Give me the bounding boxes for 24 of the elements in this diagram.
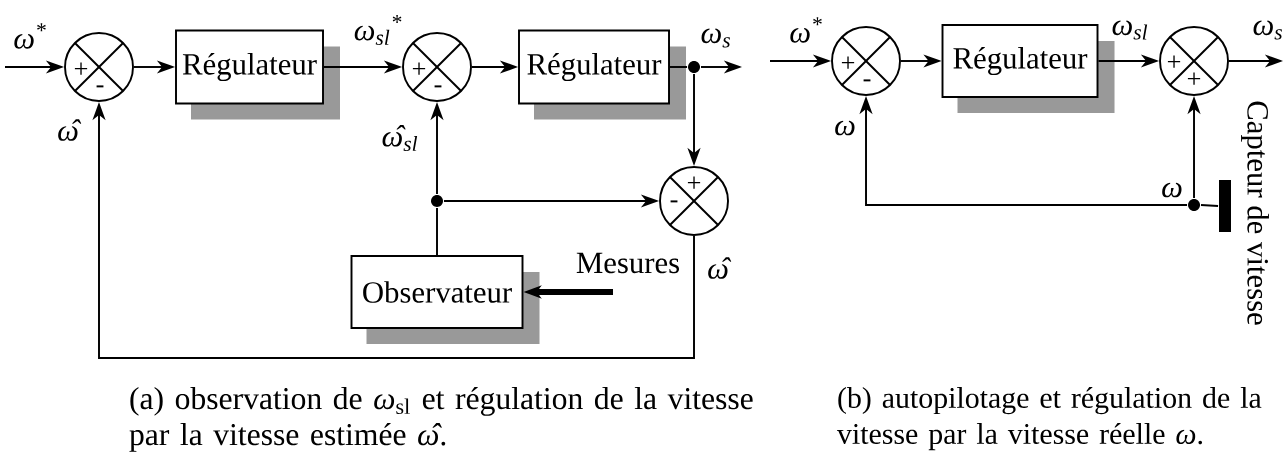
edge-label: ω$_{sl}$ <box>1112 20 1148 40</box>
edge-label: Mesures <box>576 252 679 274</box>
edge-label: ω <box>1162 182 1182 198</box>
edge-label: ω <box>835 120 855 136</box>
block-box: Régulateur <box>175 29 340 120</box>
summing-junction: + + <box>1159 26 1229 96</box>
summing-junction: + - <box>659 166 729 236</box>
sensor-bar <box>1219 180 1231 232</box>
caption: (b) autopilotage et régulation de la vitesse par la vitesse réelle ω. <box>837 386 1262 451</box>
block-box: Observateur <box>350 255 540 344</box>
signal-label: ω̂ <box>708 257 732 279</box>
sensor-label: Capteur de vitesse <box>1241 101 1269 325</box>
edge-label: ω$^{*}$ <box>790 17 822 43</box>
edge-label: ω$^{*}$ <box>14 23 46 49</box>
edge-label: ω$_{sl}$* <box>354 15 402 45</box>
edge-label: ω̂ <box>58 119 82 141</box>
summing-junction: + - <box>402 32 472 102</box>
edge-label: ω$_{s}$ <box>1253 20 1282 40</box>
summing-junction: + - <box>64 32 134 102</box>
summing-junction: + - <box>831 26 901 96</box>
edge-label: ω̂$_{sl}$ <box>382 124 418 152</box>
caption: (a) observation de ω$_{sl}$ et régulation de la vitesse par la vitesse estimée ω̂. <box>129 386 753 452</box>
block-box: Régulateur <box>518 29 686 120</box>
edge-label: ω$_{s}$ <box>701 28 730 48</box>
